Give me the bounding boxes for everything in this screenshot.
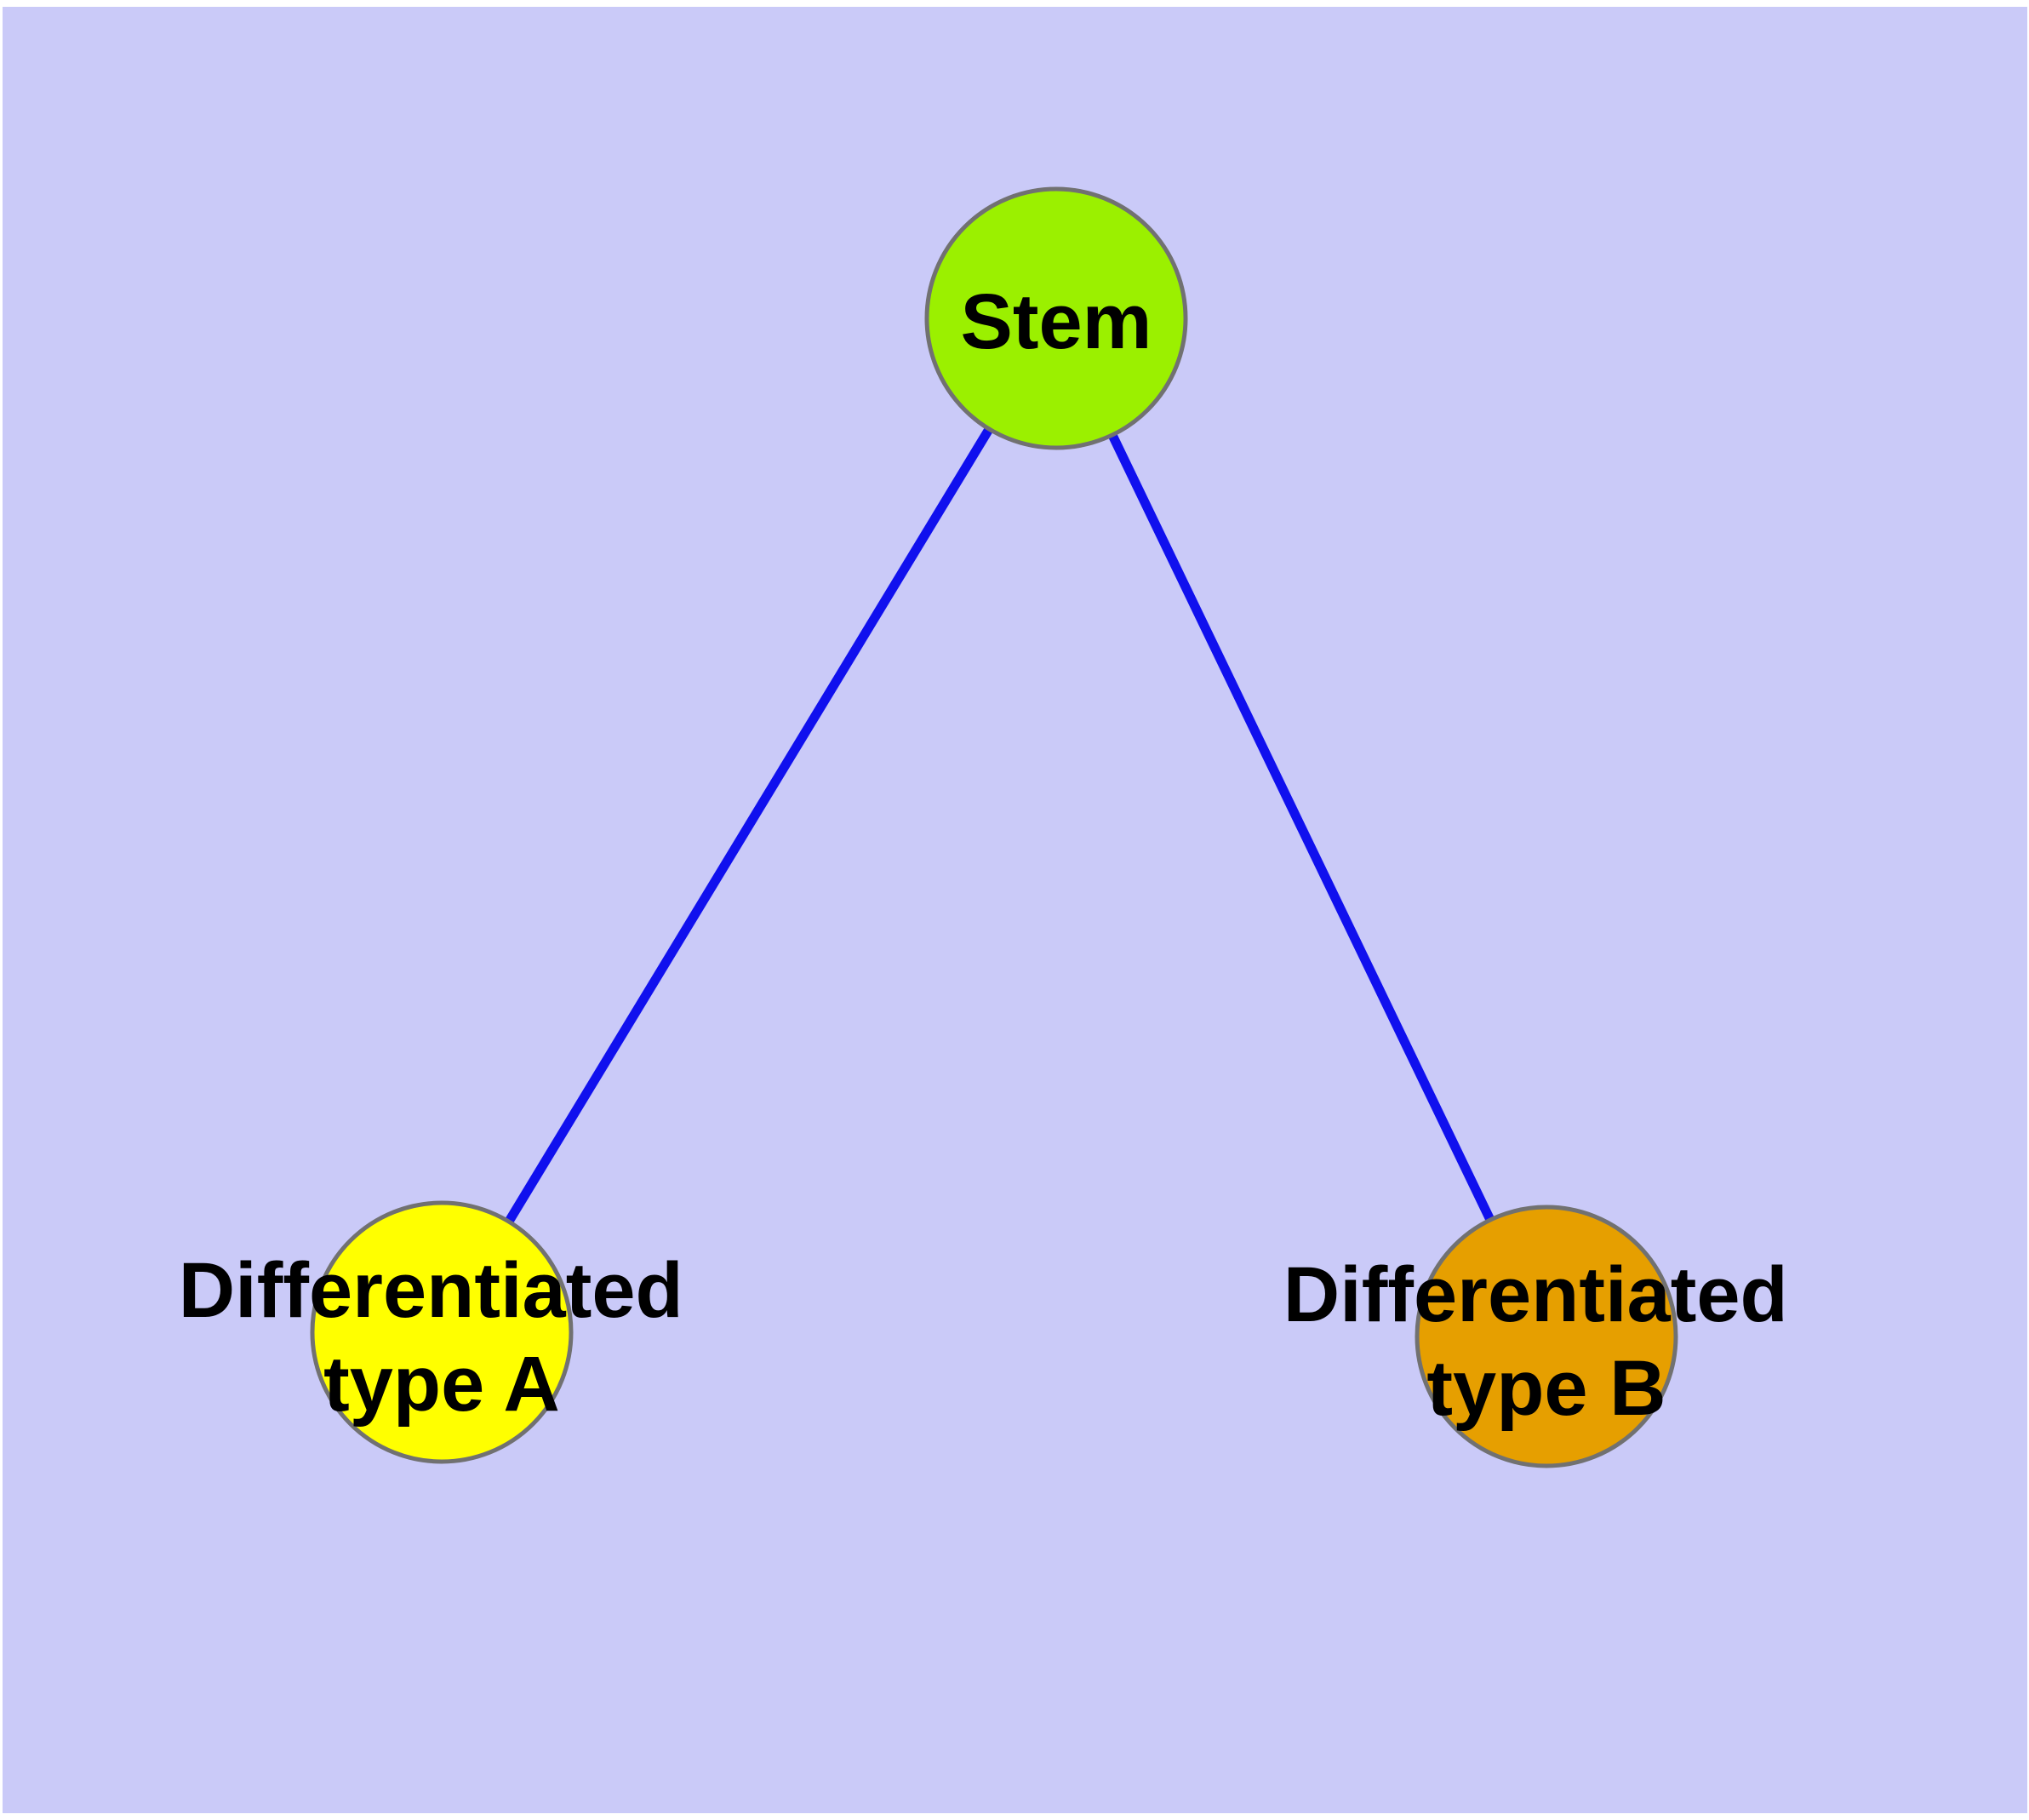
node-stem-label: Stem [961, 278, 1152, 365]
type-b-label-line-2: type B [1426, 1345, 1666, 1432]
type-a-label-line-2: type A [323, 1341, 560, 1428]
edge-stem-to-typeA [437, 316, 1060, 1335]
type-a-label-line-1: Differentiated [179, 1247, 683, 1334]
edge-stem-to-typeB [1052, 316, 1551, 1339]
node-stem-label-line: Stem [961, 278, 1152, 365]
node-stem [924, 186, 1188, 450]
node-differentiated-type-a [310, 1200, 574, 1464]
node-differentiated-type-b-label: Differentiated type B [1283, 1251, 1810, 1432]
node-differentiated-type-b [1415, 1205, 1678, 1468]
node-differentiated-type-a-label: Differentiated type A [179, 1247, 706, 1428]
type-b-label-line-1: Differentiated [1283, 1251, 1788, 1338]
